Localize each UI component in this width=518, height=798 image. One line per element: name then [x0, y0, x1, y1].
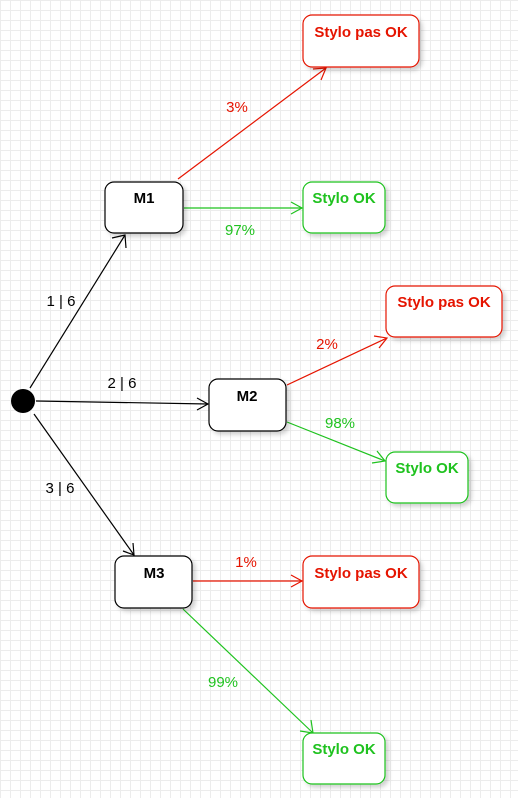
node-m1-stylo-pas-ok[interactable]: Stylo pas OK [302, 14, 420, 68]
node-m2-label: M2 [237, 388, 258, 405]
edge-start-m3 [33, 413, 135, 556]
node-m3-stylo-pas-ok[interactable]: Stylo pas OK [302, 555, 420, 609]
edge-label-m2-bad: 2% [316, 336, 338, 353]
node-m1-stylo-ok-label: Stylo OK [312, 190, 376, 207]
node-m1-label: M1 [134, 190, 155, 207]
node-m2-stylo-ok-label: Stylo OK [395, 460, 459, 477]
node-m3-stylo-ok[interactable]: Stylo OK [302, 732, 386, 785]
edge-label-m2-good: 98% [325, 415, 355, 432]
edge-m3-bad [193, 574, 304, 588]
edge-label-m3-good: 99% [208, 674, 238, 691]
node-m3-label: M3 [144, 565, 165, 582]
edge-start-m2 [35, 397, 210, 411]
node-m3-stylo-pas-ok-label: Stylo pas OK [314, 565, 408, 582]
edge-start-m1 [29, 234, 127, 389]
edge-label-start-m2: 2 | 6 [108, 375, 137, 392]
edge-label-start-m3: 3 | 6 [46, 480, 75, 497]
node-m3[interactable]: M3 [114, 555, 193, 609]
edge-label-m1-good: 97% [225, 222, 255, 239]
node-m2-stylo-ok[interactable]: Stylo OK [385, 451, 469, 504]
node-m3-stylo-ok-label: Stylo OK [312, 741, 376, 758]
edge-m2-bad [286, 335, 389, 386]
node-m1[interactable]: M1 [104, 181, 184, 234]
node-m1-stylo-pas-ok-label: Stylo pas OK [314, 24, 408, 41]
node-m2[interactable]: M2 [208, 378, 287, 432]
node-m1-stylo-ok[interactable]: Stylo OK [302, 181, 386, 234]
edge-label-start-m1: 1 | 6 [47, 293, 76, 310]
edge-m3-good [182, 608, 314, 734]
edge-label-m3-bad: 1% [235, 554, 257, 571]
edge-m1-bad [177, 67, 327, 180]
edge-m1-good [184, 201, 304, 215]
node-m2-stylo-pas-ok[interactable]: Stylo pas OK [385, 285, 503, 338]
initial-state-dot [11, 389, 35, 413]
edge-m2-good [286, 421, 387, 464]
node-m2-stylo-pas-ok-label: Stylo pas OK [397, 294, 491, 311]
edge-label-m1-bad: 3% [226, 99, 248, 116]
